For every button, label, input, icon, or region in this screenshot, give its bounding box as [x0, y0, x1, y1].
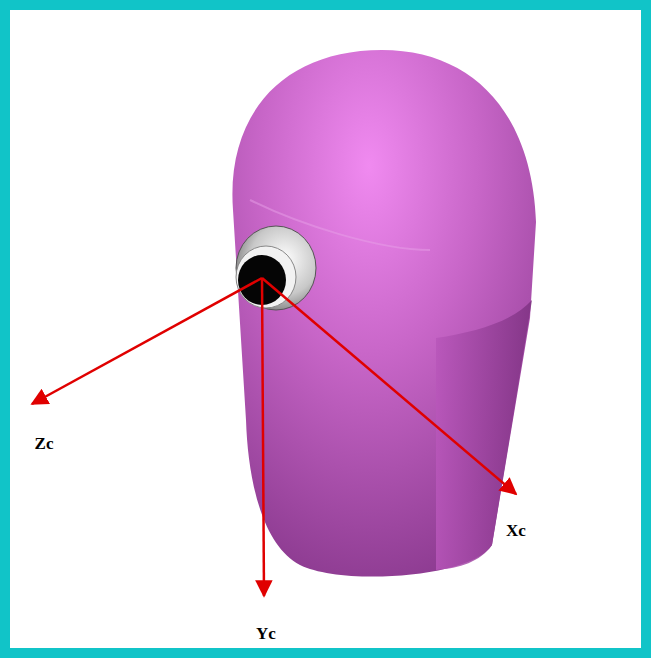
- yc-axis: [262, 278, 264, 596]
- camera-body: [232, 50, 536, 577]
- axis-label: Xc: [506, 521, 526, 541]
- axis-label: Yc: [256, 624, 276, 644]
- lens-ring: [236, 226, 316, 310]
- zc-axis: [32, 278, 262, 404]
- xc-axis: [262, 278, 516, 494]
- axis-label: Zc: [35, 434, 54, 454]
- camera-facet: [436, 300, 532, 570]
